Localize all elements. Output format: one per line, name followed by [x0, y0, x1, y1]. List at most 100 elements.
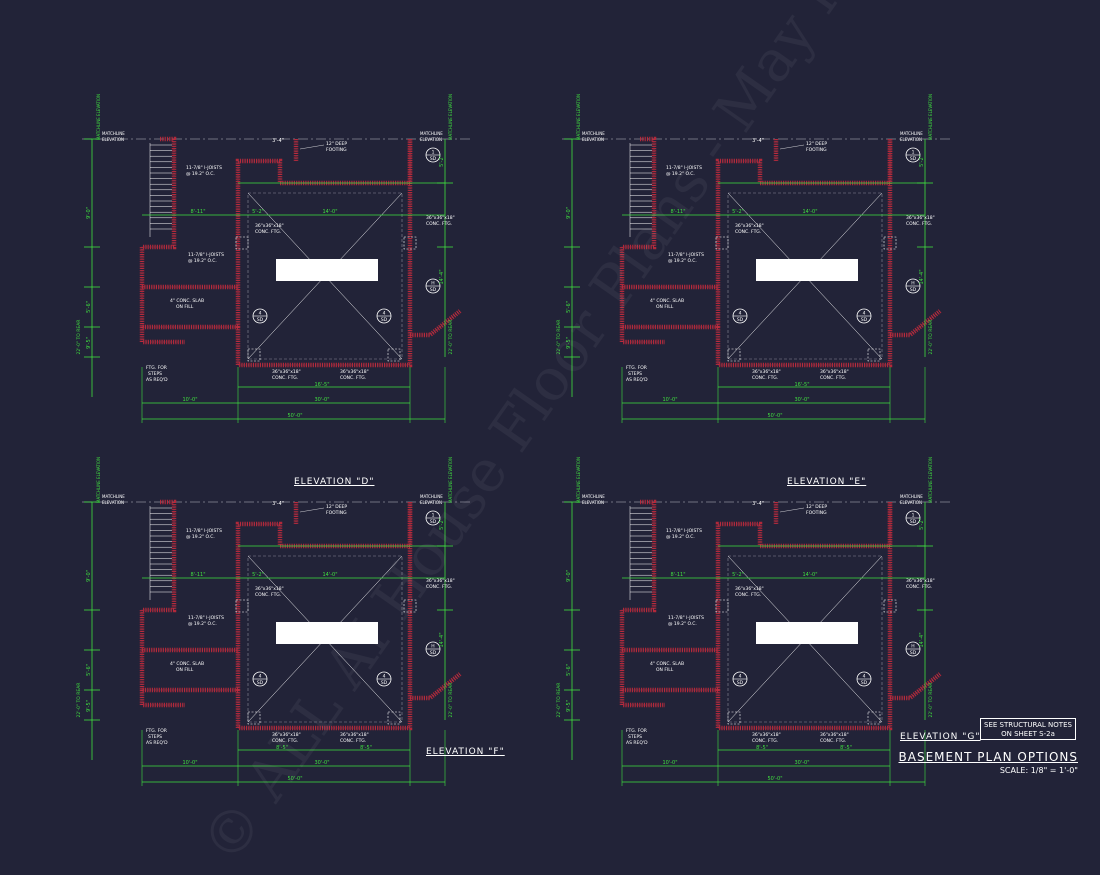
drawing-label: @ 19.2" O.C.	[186, 534, 215, 540]
drawing-label: 8'-5"	[360, 745, 372, 751]
drawing-label: 36"x36"x18"	[272, 732, 301, 738]
drawing-label: 3'-4"	[752, 138, 764, 144]
drawing-label: SD	[381, 317, 388, 323]
drawing-label: SD	[737, 317, 744, 323]
foundation-wall	[619, 499, 718, 693]
drawing-label: CONC. FTG.	[255, 229, 281, 235]
drawing-label: CONC. FTG.	[272, 738, 298, 744]
center-note-block	[756, 622, 858, 644]
foundation-wall-speckle	[717, 502, 891, 729]
drawing-label: MATCHLINE	[900, 494, 923, 499]
drawing-label: SD	[381, 680, 388, 686]
drawing-label: 5'-6"	[566, 664, 572, 676]
drawing-label: MATCHLINE ELEVATION	[448, 94, 453, 140]
drawing-label: 36"x36"x18"	[426, 578, 455, 584]
drawing-label: FOOTING	[326, 510, 347, 516]
drawing-label: 36"x36"x18"	[752, 369, 781, 375]
drawing-label: CONC. FTG.	[820, 738, 846, 744]
drawing-label: MATCHLINE	[900, 131, 923, 136]
drawing-label: CONC. FTG.	[340, 375, 366, 381]
drawing-label: SD	[257, 317, 264, 323]
drawing-label: 4	[383, 311, 386, 317]
drawing-label: ELEVATION	[582, 137, 604, 142]
drawing-label: CONC. FTG.	[735, 229, 761, 235]
drawing-label: 30'-0"	[314, 397, 329, 403]
drawing-label: 11-7/8" I-JOISTS	[186, 528, 222, 534]
drawing-label: SD	[910, 156, 917, 162]
drawing-label: SD	[430, 650, 437, 656]
plan-variant-e: MATCHLINEELEVATIONMATCHLINEELEVATION4SD4…	[556, 94, 950, 423]
drawing-label: 22'-0" TO REAR	[928, 320, 934, 355]
drawing-label: ON FILL	[176, 304, 194, 310]
drawing-label: 10'-0"	[662, 397, 677, 403]
drawing-label: STEPS	[148, 371, 162, 377]
footing-pad	[247, 711, 261, 725]
drawing-label: 3'-4"	[272, 138, 284, 144]
foundation-wall-speckle	[141, 501, 238, 691]
drawing-label: ELEVATION	[420, 500, 442, 505]
drawing-label: 10'-0"	[182, 397, 197, 403]
drawing-label: H	[911, 644, 914, 650]
drawing-label: 8'-11"	[670, 572, 685, 578]
drawing-label: SD	[430, 519, 437, 525]
notes-line-2: ON SHEET S-2a	[1001, 730, 1055, 738]
drawing-label: 36"x36"x18"	[426, 215, 455, 221]
drawing-label: ON FILL	[176, 667, 194, 673]
foundation-wall	[715, 502, 893, 731]
footing-pad	[403, 599, 417, 613]
foundation-wall-speckle	[621, 138, 718, 328]
center-note-block	[276, 622, 378, 644]
foundation-wall-speckle	[237, 502, 411, 690]
drawing-label: 4	[383, 674, 386, 680]
drawing-label: SD	[257, 680, 264, 686]
drawing-label: 8'-11"	[190, 209, 205, 215]
drawing-label: 14'-0"	[802, 572, 817, 578]
drawing-label: 5'-2"	[732, 572, 744, 578]
drawing-label: MATCHLINE	[102, 494, 125, 499]
drawing-label: 30'-0"	[794, 760, 809, 766]
drawing-label: 36"x36"x18"	[340, 732, 369, 738]
center-note-block	[276, 259, 378, 281]
drawing-label: 11-7/8" I-JOISTS	[186, 165, 222, 171]
drawing-label: 4	[259, 674, 262, 680]
drawing-label: CONC. FTG.	[752, 375, 778, 381]
foundation-wall	[619, 136, 718, 330]
drawing-label: CONC. FTG.	[906, 584, 932, 590]
drawing-label: SD	[430, 287, 437, 293]
drawing-label: 50'-0"	[287, 776, 302, 782]
foundation-wall-speckle	[621, 327, 665, 343]
drawing-label: 11-7/8" I-JOISTS	[666, 528, 702, 534]
drawing-label: 22'-0" TO REAR	[76, 320, 82, 355]
foundation-wall	[715, 139, 893, 368]
foundation-wall-speckle	[717, 139, 891, 327]
foundation-wall-speckle	[237, 139, 411, 327]
drawing-label: MATCHLINE ELEVATION	[928, 94, 933, 140]
drawing-label: 11-7/8" I-JOISTS	[668, 252, 704, 258]
drawing-label: STEPS	[628, 371, 642, 377]
foundation-wall-speckle	[621, 690, 665, 706]
drawing-label: 11-7/8" I-JOISTS	[668, 615, 704, 621]
drawing-label: @ 19.2" O.C.	[188, 258, 217, 264]
drawing-label: 9'-5"	[86, 337, 92, 349]
drawing-label: 9'-0"	[86, 207, 92, 219]
foundation-wall-speckle	[717, 139, 891, 366]
footing-pad	[727, 348, 741, 362]
footing-pad	[403, 236, 417, 250]
drawing-label: 4" CONC. SLAB	[650, 661, 684, 667]
drawing-label: 22'-0" TO REAR	[448, 320, 454, 355]
drawing-label: STEPS	[148, 734, 162, 740]
drawing-label: @ 19.2" O.C.	[668, 621, 697, 627]
drawing-label: 36"x36"x18"	[820, 369, 849, 375]
drawing-label: SD	[737, 680, 744, 686]
drawing-label: MATCHLINE	[102, 131, 125, 136]
drawing-label: CONC. FTG.	[820, 375, 846, 381]
drawing-label: CONC. FTG.	[426, 221, 452, 227]
drawing-label: 30'-0"	[794, 397, 809, 403]
drawing-label: 10'-0"	[182, 760, 197, 766]
drawing-label: 14'-4"	[439, 632, 445, 647]
drawing-label: SD	[910, 287, 917, 293]
foundation-wall-speckle	[237, 139, 411, 366]
drawing-label: 5'-2"	[252, 572, 264, 578]
drawing-label: 12" DEEP	[806, 141, 827, 147]
drawing-label: 4	[863, 311, 866, 317]
